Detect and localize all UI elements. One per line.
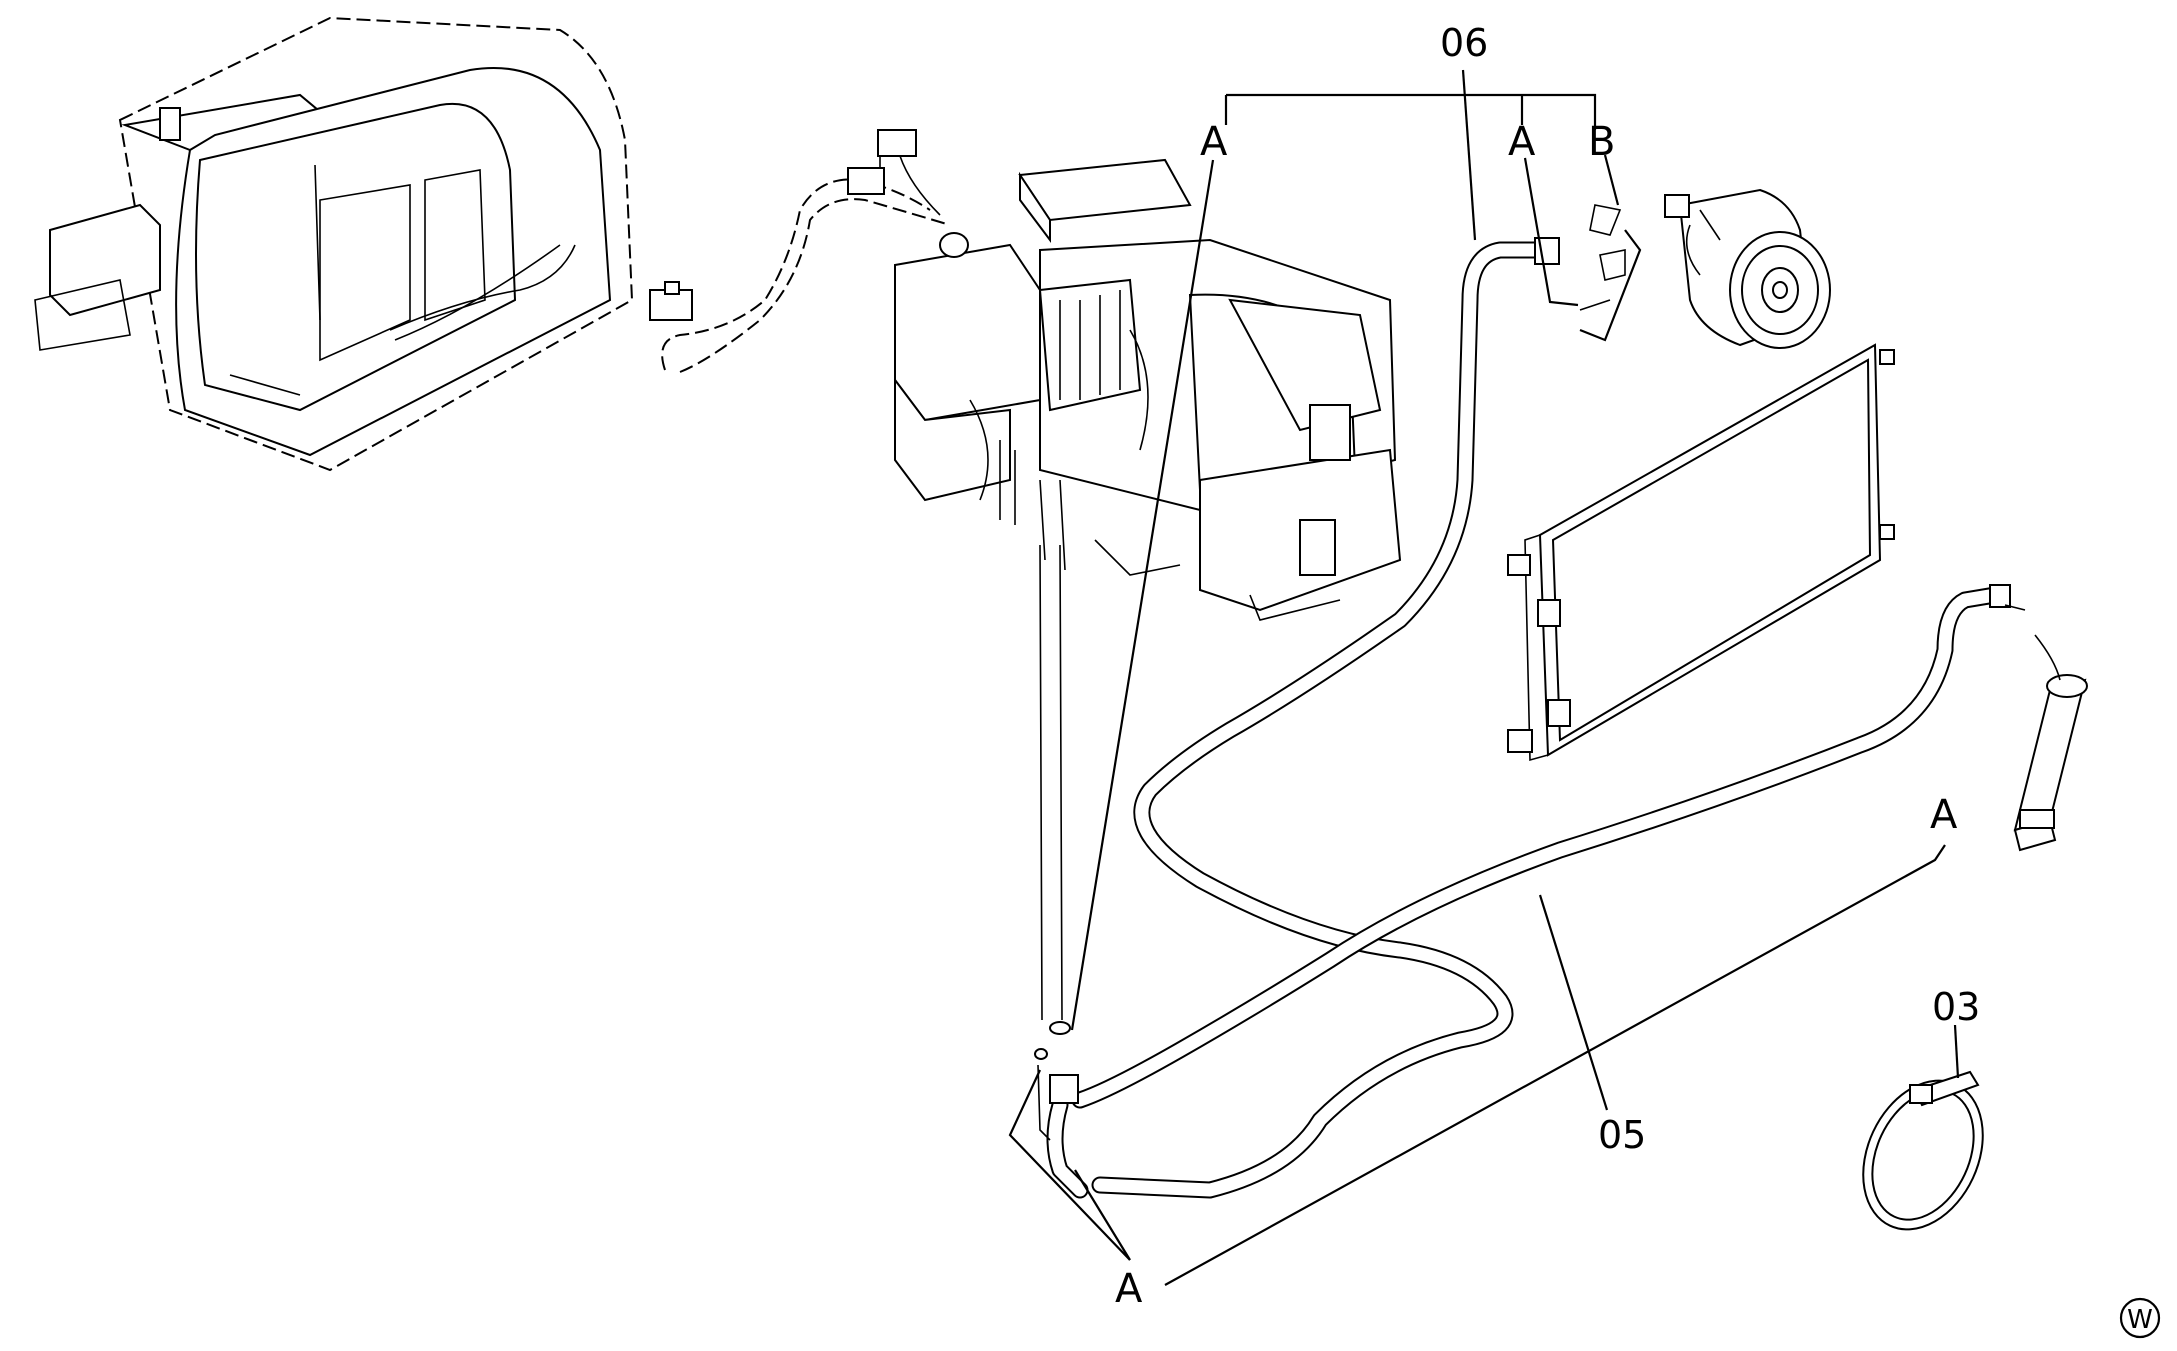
hose-assembly: [1034, 204, 2026, 1199]
reference-a-top-left: A: [1200, 119, 1228, 165]
corner-mark: W: [2119, 1297, 2161, 1339]
wiring-harness: [649, 129, 951, 373]
reference-a-bottom: A: [1115, 1266, 1143, 1312]
band-clamp: [1862, 1070, 1984, 1231]
corner-mark-letter: W: [2127, 1305, 2153, 1335]
part-number-03: 03: [1932, 985, 1980, 1029]
condenser: [1507, 343, 1895, 762]
receiver-drier: [2013, 634, 2088, 852]
reference-a-top-mid: A: [1508, 119, 1536, 165]
leader-lines: [1008, 69, 1960, 1286]
compressor: [1664, 188, 1831, 349]
part-number-06: 06: [1440, 21, 1488, 65]
air-conditioner-unit: [894, 158, 1402, 621]
part-number-05: 05: [1598, 1113, 1646, 1157]
excavator-cab-illustration: [34, 16, 634, 472]
reference-a-right: A: [1930, 792, 1958, 838]
reference-b: B: [1588, 119, 1615, 165]
